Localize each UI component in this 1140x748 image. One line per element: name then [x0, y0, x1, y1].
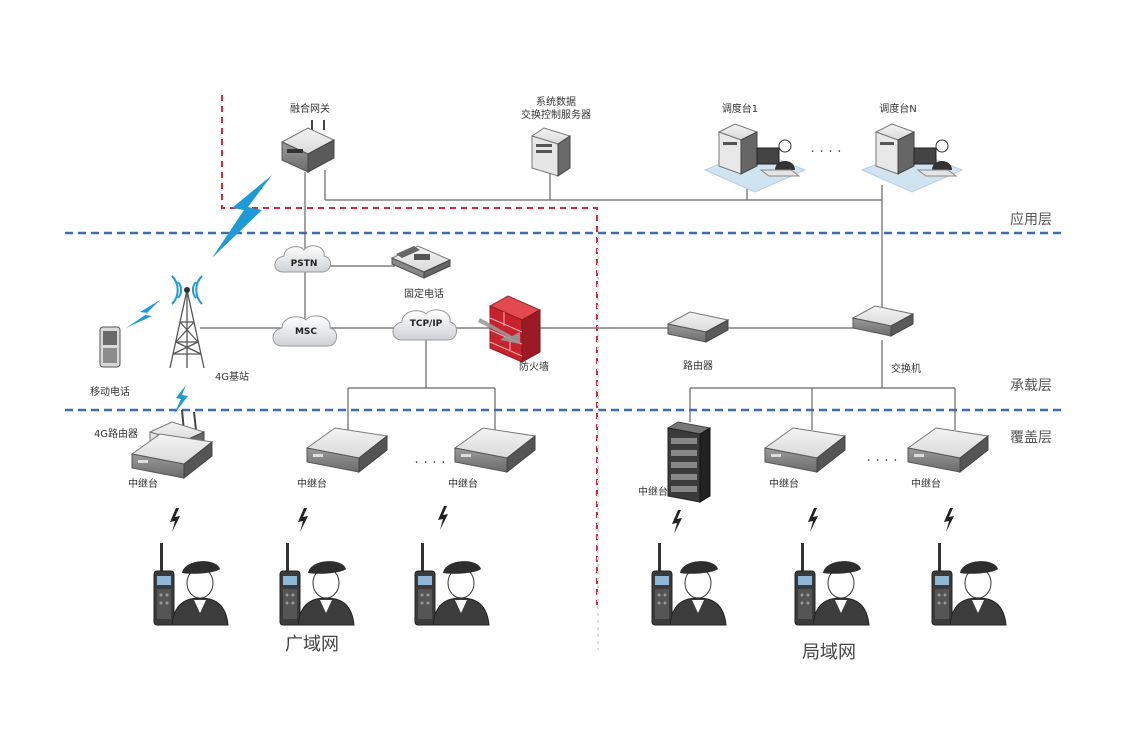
- repeater-6-label: 中继台: [911, 477, 941, 490]
- dispatch-n-label: 调度台N: [879, 102, 916, 115]
- firewall-icon: [478, 295, 542, 363]
- repeater-3-label: 中继台: [448, 477, 478, 490]
- dispatch-ellipsis: · · · ·: [810, 144, 841, 160]
- router-icon: [667, 311, 729, 343]
- pstn-cloud-icon: [274, 245, 331, 273]
- msc-label: MSC: [295, 327, 317, 337]
- dispatch-1-label: 调度台1: [722, 102, 758, 115]
- wireless-link-gateway-icon: [212, 175, 272, 258]
- msc-cloud-icon: [272, 315, 337, 347]
- terminal-user-6-icon: [931, 542, 1007, 626]
- gateway-device-icon: [280, 120, 336, 173]
- base-station-label: 4G基站: [215, 370, 249, 383]
- gateway-label: 融合网关: [290, 102, 330, 115]
- radio-link-2-icon: [298, 508, 308, 532]
- server-icon: [530, 127, 572, 177]
- radio-link-3-icon: [438, 506, 448, 530]
- repeater-6-icon: [907, 427, 989, 473]
- terminal-user-1-icon: [153, 542, 229, 626]
- radio-link-1-icon: [170, 508, 180, 532]
- switch-icon: [852, 305, 914, 337]
- mobile-phone-icon: [99, 326, 121, 368]
- dispatch-console-n-icon: [860, 123, 964, 193]
- repeater-rack-icon: [666, 421, 712, 503]
- mobile-phone-label: 移动电话: [90, 385, 130, 398]
- region-label-wan: 广域网: [285, 634, 339, 655]
- fixed-phone-label: 固定电话: [404, 287, 444, 300]
- server-label-line1: 系统数据: [536, 95, 576, 108]
- terminal-user-5-icon: [794, 542, 870, 626]
- terminal-user-3-icon: [414, 542, 490, 626]
- wan-boundary: [221, 95, 598, 605]
- region-label-lan: 局域网: [802, 642, 856, 663]
- repeater-1-icon: [131, 433, 213, 479]
- layer-label-application: 应用层: [1010, 211, 1052, 228]
- repeater-3-icon: [454, 427, 536, 473]
- layer-label-bearer: 承载层: [1010, 378, 1052, 394]
- network-links: [200, 170, 956, 430]
- server-label-line2: 交换控制服务器: [521, 108, 591, 121]
- base-station-tower-icon: [169, 275, 205, 369]
- switch-label: 交换机: [891, 362, 921, 375]
- tcpip-label: TCP/IP: [410, 319, 443, 329]
- radio-link-5-icon: [808, 508, 818, 532]
- repeater-5-label: 中继台: [769, 477, 799, 490]
- tcpip-cloud-icon: [392, 309, 457, 341]
- router-4g-label: 4G路由器: [94, 427, 138, 440]
- router-label: 路由器: [683, 359, 713, 372]
- repeater-ellipsis-wan: · · · ·: [414, 455, 445, 471]
- repeater-2-icon: [306, 427, 388, 473]
- wireless-link-router-icon: [174, 385, 188, 414]
- repeater-ellipsis-lan: · · · ·: [866, 453, 897, 469]
- terminal-user-4-icon: [651, 542, 727, 626]
- pstn-label: PSTN: [291, 259, 318, 269]
- wireless-link-phone-icon: [126, 300, 160, 328]
- dispatch-console-1-icon: [703, 123, 807, 193]
- repeater-4-label: 中继台: [638, 485, 668, 498]
- repeater-5-icon: [764, 427, 846, 473]
- repeater-2-label: 中继台: [297, 477, 327, 490]
- fixed-phone-icon: [390, 245, 452, 279]
- radio-link-6-icon: [944, 508, 954, 532]
- terminal-user-2-icon: [279, 542, 355, 626]
- layer-label-coverage: 覆盖层: [1010, 430, 1052, 446]
- radio-link-4-icon: [672, 510, 682, 534]
- repeater-1-label: 中继台: [128, 477, 158, 490]
- firewall-label: 防火墙: [519, 360, 549, 373]
